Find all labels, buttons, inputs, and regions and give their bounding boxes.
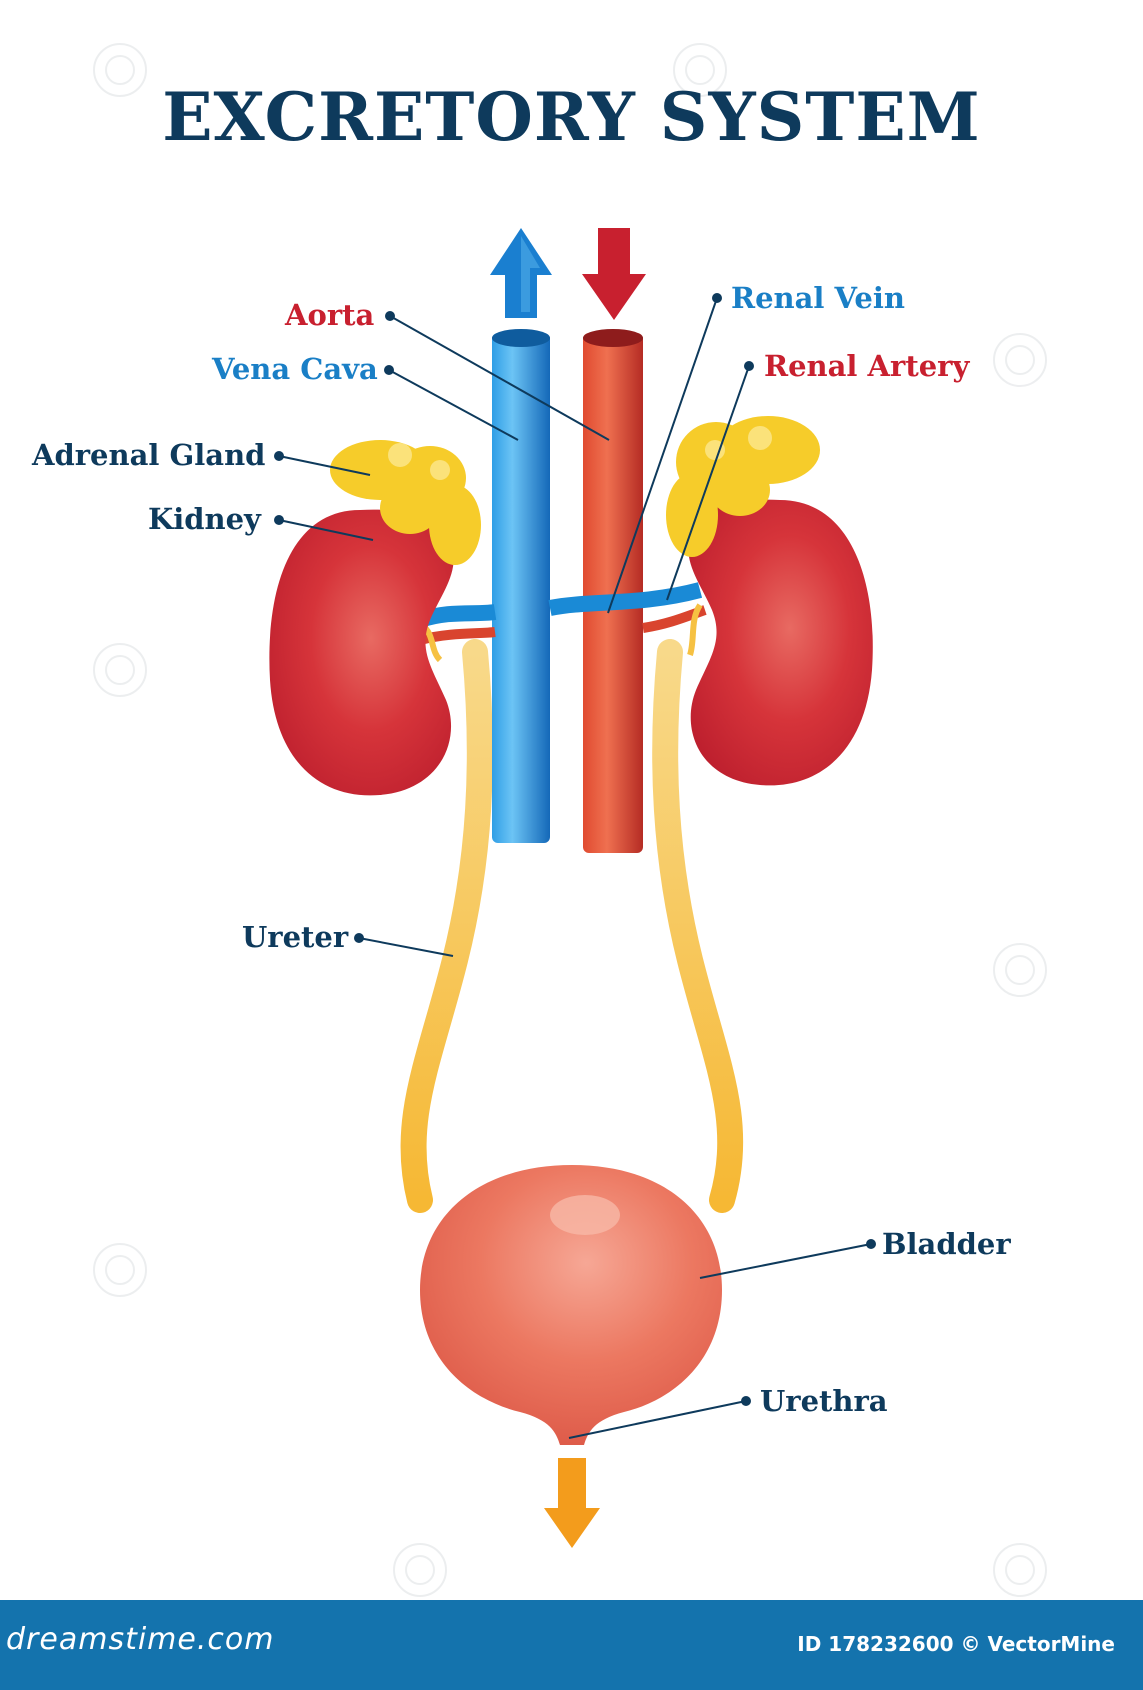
label-urethra: Urethra: [760, 1384, 888, 1418]
left-adrenal-gland: [330, 440, 481, 565]
bladder: [420, 1165, 722, 1445]
anatomy-illustration: [93, 43, 1047, 1597]
label-ureter: Ureter: [242, 920, 349, 954]
label-renal-artery: Renal Artery: [764, 349, 970, 383]
leader-lines: [278, 297, 872, 1439]
footer-bar: dreamstime.com ID 178232600 © VectorMine: [0, 1600, 1143, 1690]
aorta: [583, 333, 643, 853]
vena-cava-top: [492, 329, 550, 347]
vena-cava: [492, 333, 550, 843]
page-title: EXCRETORY SYSTEM: [162, 78, 981, 156]
footer-site-logo: dreamstime.com: [6, 1622, 275, 1657]
label-vena-cava: Vena Cava: [212, 352, 378, 386]
label-bladder: Bladder: [882, 1227, 1011, 1261]
aorta-top: [583, 329, 643, 347]
label-kidney: Kidney: [148, 502, 261, 536]
footer-image-id: ID 178232600 © VectorMine: [797, 1632, 1115, 1656]
label-adrenal-gland: Adrenal Gland: [32, 438, 266, 472]
bladder-shine: [550, 1195, 620, 1235]
right-kidney: [688, 499, 873, 786]
leader-dots: [274, 293, 876, 1406]
watermark-marks: [93, 43, 1047, 1597]
urine-arrow-icon: [544, 1458, 600, 1548]
down-arrow-icon: [582, 228, 646, 320]
right-ureter: [652, 639, 744, 1213]
left-kidney: [269, 509, 454, 796]
label-renal-vein: Renal Vein: [731, 281, 905, 315]
left-ureter: [400, 639, 493, 1213]
label-aorta: Aorta: [285, 298, 375, 332]
up-arrow-shine: [521, 236, 540, 312]
